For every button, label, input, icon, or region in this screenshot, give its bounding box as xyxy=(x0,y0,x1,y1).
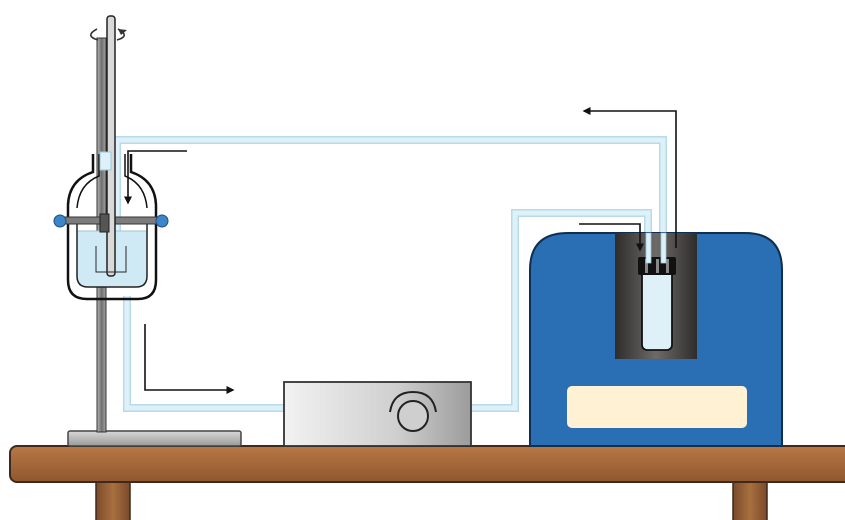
vessel-inner-electrode xyxy=(95,246,127,273)
instrument-display xyxy=(567,386,747,428)
tubing-pump-to-cell xyxy=(433,210,651,411)
vessel-electrode-rod xyxy=(106,15,116,277)
pump-body xyxy=(283,381,472,447)
pump-roller-icon xyxy=(397,400,429,432)
vial-tubes xyxy=(645,232,667,264)
analyzer-instrument xyxy=(529,232,783,447)
reaction-vessel xyxy=(53,15,169,301)
rotation-arrow-icon xyxy=(89,28,127,41)
tubing-return-line xyxy=(114,137,666,248)
stand-base xyxy=(67,430,242,447)
pump-roller-guard xyxy=(389,390,437,413)
table-leg-right xyxy=(732,481,768,520)
table xyxy=(9,445,845,520)
flow-arrow-icon xyxy=(144,324,235,394)
vessel-neck xyxy=(76,154,148,209)
table-leg-left xyxy=(95,481,131,520)
table-top xyxy=(9,445,845,483)
flow-arrow-icon xyxy=(124,150,187,205)
flow-arrow-icon xyxy=(579,223,644,252)
flow-arrows xyxy=(124,107,677,394)
flow-arrow-icon xyxy=(582,107,677,248)
clamp-knob-right xyxy=(155,214,169,228)
vessel-outer-jacket xyxy=(66,154,158,301)
peristaltic-pump xyxy=(283,381,472,447)
sample-vial xyxy=(641,267,673,351)
electrode-holder xyxy=(99,213,110,233)
clamp-knob-left xyxy=(53,214,67,228)
vessel-inlet-stub xyxy=(99,151,112,171)
vessel-inner-wall xyxy=(76,218,148,288)
